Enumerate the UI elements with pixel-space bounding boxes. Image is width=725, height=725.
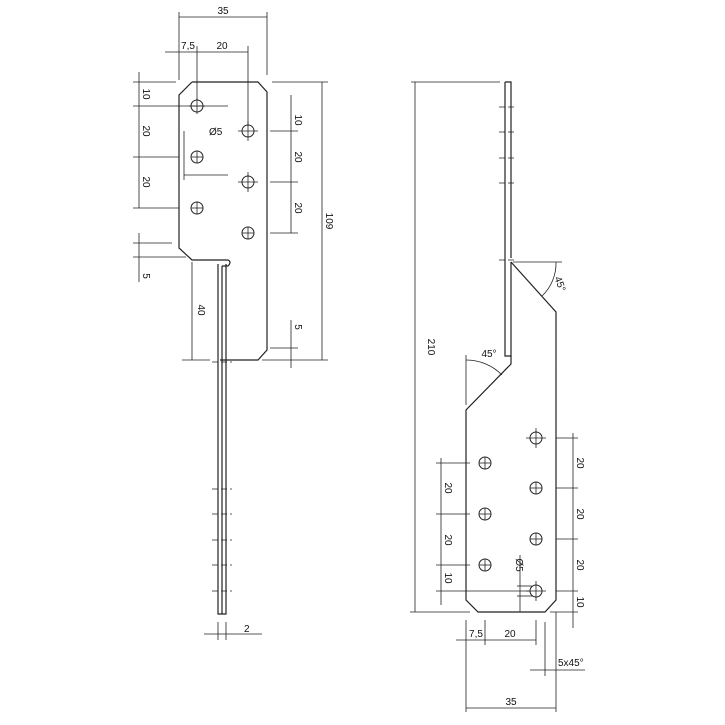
dim-right-pitch-2: 20 <box>292 202 303 214</box>
dim-strap-thickness: 2 <box>244 624 250 635</box>
right-strap-ticks <box>499 106 517 261</box>
dim-bottom-width: 35 <box>505 697 517 708</box>
dim-chamfer: 5x45° <box>558 658 584 669</box>
dim-right-edge-offset: 7,5 <box>469 629 483 640</box>
right-view: 210 45° 45° 20 20 10 20 20 20 10 Ø5 7,5 … <box>410 81 585 712</box>
dim-top-width: 35 <box>217 6 229 17</box>
dim-right-hole-spacing-x: 20 <box>504 629 516 640</box>
left-top-dimensions <box>133 12 328 640</box>
right-holes <box>478 428 546 601</box>
dim-right-right-pitch-3: 20 <box>574 559 585 571</box>
left-plate-outline <box>178 81 268 361</box>
left-view: 35 7,5 20 10 20 20 5 Ø5 10 20 20 109 5 4… <box>133 6 334 640</box>
dim-right-right-pitch-2: 20 <box>574 508 585 520</box>
right-strap <box>504 81 512 357</box>
right-plate-outline <box>465 261 557 613</box>
dim-left-pitch-1: 20 <box>140 125 151 137</box>
dim-left-bottom-gap: 5 <box>140 273 151 279</box>
dim-left-top: 10 <box>140 88 151 100</box>
dim-right-left-pitch-2: 20 <box>442 534 453 546</box>
dim-right-left-bottom: 10 <box>442 572 453 584</box>
dim-right-hole-dia: Ø5 <box>513 558 524 572</box>
dim-right-right-bottom: 10 <box>574 596 585 608</box>
dim-edge-offset: 7,5 <box>181 41 195 52</box>
dim-angle-mid: 45° <box>481 349 496 360</box>
dim-right-top: 10 <box>292 114 303 126</box>
dim-right-total-height: 210 <box>425 339 436 356</box>
dim-right-bottom: 5 <box>292 324 303 330</box>
dim-right-right-pitch-1: 20 <box>574 457 585 469</box>
right-dimensions <box>410 81 585 712</box>
dim-hole-spacing-x: 20 <box>216 41 228 52</box>
dim-left-pitch-2: 20 <box>140 176 151 188</box>
dim-total-height: 109 <box>323 213 334 230</box>
dim-right-pitch-1: 20 <box>292 151 303 163</box>
dim-right-left-pitch-1: 20 <box>442 482 453 494</box>
dim-angle-top: 45° <box>552 275 568 293</box>
dim-hole-dia: Ø5 <box>209 127 223 138</box>
strap-tick-marks <box>212 361 232 592</box>
dim-strap-offset: 40 <box>195 304 206 316</box>
